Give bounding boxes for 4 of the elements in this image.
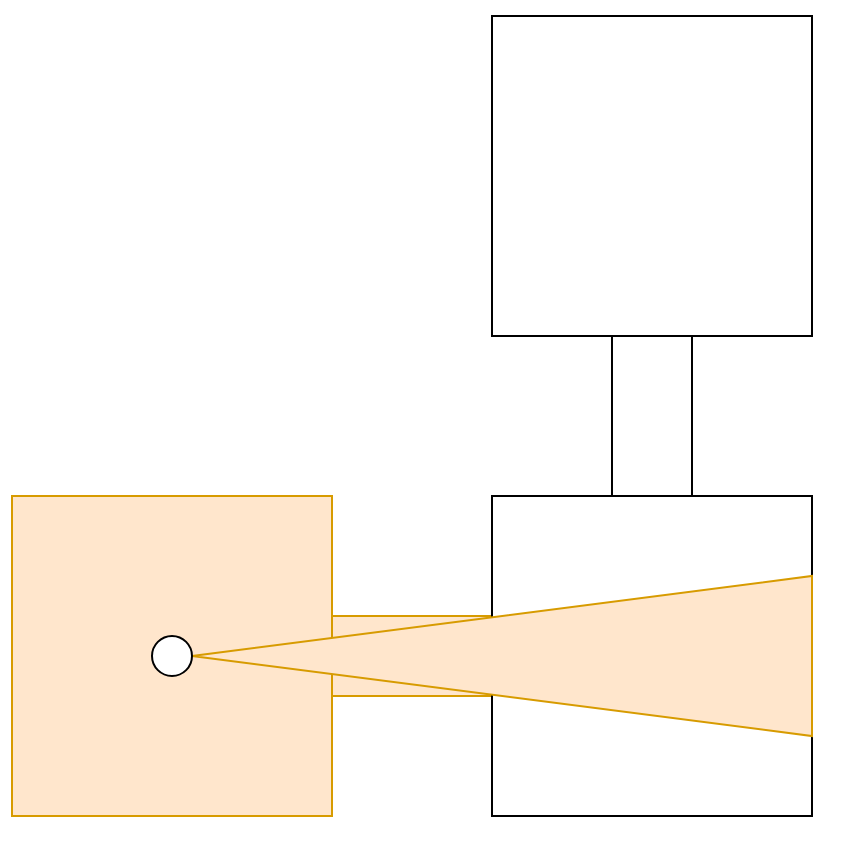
square-box	[491, 15, 813, 337]
double-line-connector	[611, 337, 693, 495]
double-line-connector	[333, 615, 491, 697]
square-box	[11, 495, 333, 817]
